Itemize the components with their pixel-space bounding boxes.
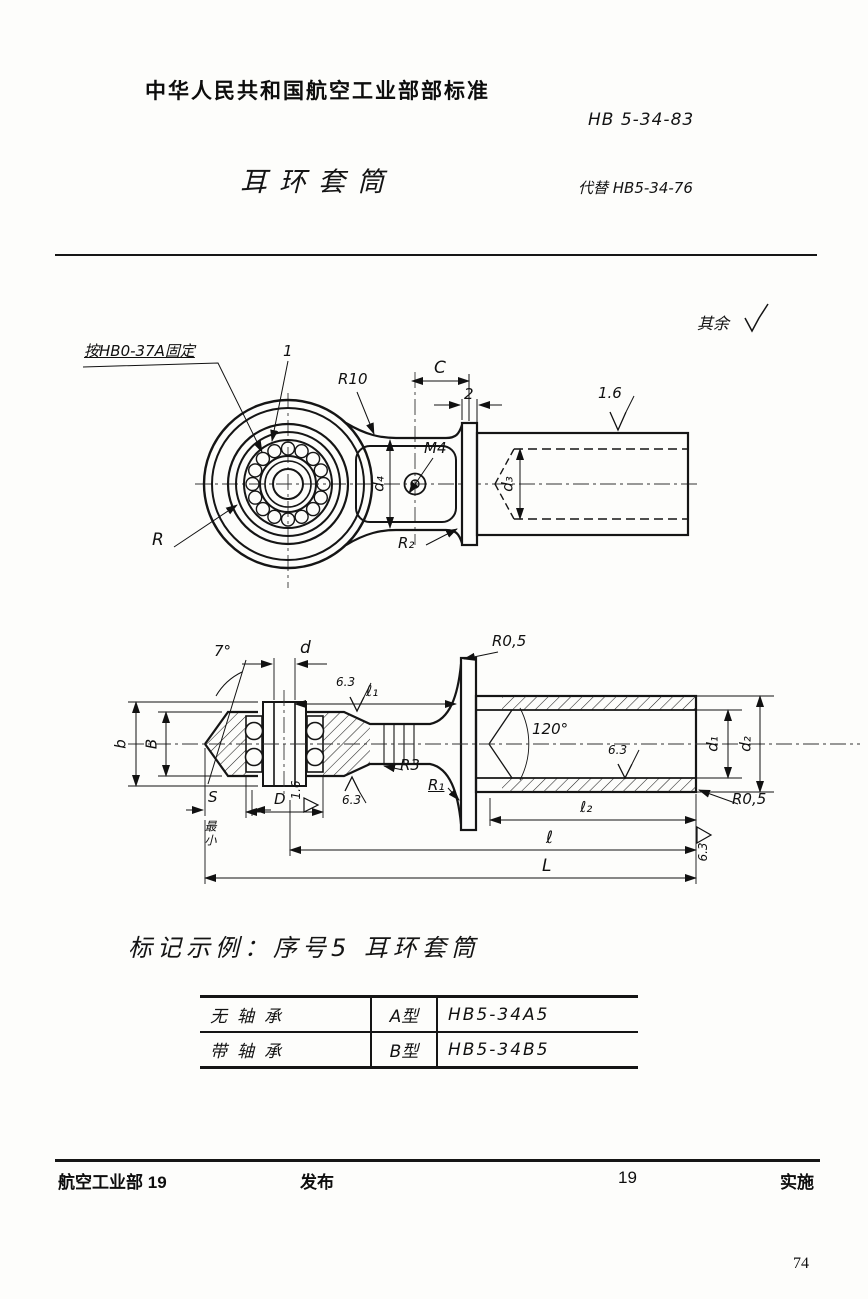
taper-angle-label: 7°: [214, 642, 232, 660]
d2-dim-label: d₂: [736, 736, 755, 752]
ll-dim-label: L: [542, 856, 552, 876]
r-label: R: [152, 530, 164, 550]
type-table: 无轴承 A型 HB5-34A5 带轴承 B型 HB5-34B5: [200, 995, 638, 1069]
fixing-note-label: 按HB0-37A固定: [84, 342, 195, 360]
issue-year: 19: [147, 1173, 167, 1192]
publish-label: 发布: [300, 1173, 334, 1192]
bearing-config-cell: 带轴承: [210, 1042, 291, 1062]
d1-dim-label: d₁: [703, 736, 722, 752]
l2-dim-label: ℓ₂: [580, 798, 593, 816]
bb-dim-label: B: [142, 738, 161, 750]
table-row: 带轴承 B型 HB5-34B5: [200, 1032, 638, 1068]
standard-title: 中华人民共和国航空工业部部标准: [145, 80, 490, 103]
roughness-63-end-label: 6.3: [696, 842, 710, 862]
part-title: 耳环套筒: [240, 167, 396, 198]
roughness-16-face-label: 1.6: [289, 780, 303, 800]
table-row: 无轴承 A型 HB5-34A5: [200, 996, 638, 1032]
impl-year: 19: [618, 1168, 637, 1187]
type-cell: A型: [370, 996, 437, 1032]
dd-dim-label: D: [274, 790, 286, 808]
doc-number: HB 5-34-83: [588, 110, 695, 130]
designation-cell: HB5-34A5: [436, 996, 638, 1032]
bearing-config-cell: 无轴承: [210, 1007, 291, 1027]
section-view-dimensions: [128, 651, 774, 884]
roughness-63-bore-label: 6.3: [608, 743, 628, 757]
l-dim-label: ℓ: [546, 828, 554, 848]
r10-label: R10: [338, 370, 368, 388]
d4-dim-label: d₄: [369, 476, 388, 492]
c-dim-label: C: [434, 358, 446, 378]
roughness-63-lower-label: 6.3: [342, 793, 362, 807]
header-divider: [55, 254, 817, 256]
surface-finish-note: 其余: [697, 314, 730, 333]
type-cell: B型: [370, 1032, 437, 1068]
issuer-label: 航空工业部: [58, 1173, 143, 1192]
b-dim-label: b: [111, 739, 130, 749]
d-dim-label: d: [300, 638, 311, 658]
bearing-balls: [245, 441, 331, 527]
m4-label: M4: [424, 439, 447, 457]
footer-issuer: 航空工业部 19: [58, 1168, 167, 1193]
l1-dim-label: ℓ₁: [366, 682, 379, 700]
r1-label: R₁: [428, 776, 445, 794]
marking-example: 标记示例：序号5 耳环套筒: [128, 934, 480, 962]
roughness-63-top-label: 6.3: [336, 675, 356, 689]
r05-top-label: R0,5: [492, 632, 527, 650]
top-view-drawing: [195, 372, 700, 588]
footer-rule: [55, 1159, 820, 1162]
s-dim-label: S: [208, 788, 218, 806]
d3-dim-label: d₃: [498, 476, 517, 492]
page-number: 74: [793, 1255, 809, 1272]
r2-label: R₂: [398, 534, 415, 552]
top-view-dimensions: [82, 360, 635, 548]
min-note-label: 最小: [203, 820, 217, 848]
r3-label: R3: [400, 756, 420, 774]
r05-bottom-label: R0,5: [732, 790, 767, 808]
flange-width-label: 2: [464, 385, 474, 403]
item-ref-label: 1: [283, 342, 293, 360]
cone-angle-label: 120°: [532, 720, 569, 738]
replaces-note: 代替 HB5-34-76: [578, 179, 693, 197]
surface-roughness-icon: [744, 303, 769, 333]
implement-label: 实施: [780, 1173, 814, 1192]
designation-cell: HB5-34B5: [436, 1032, 638, 1068]
roughness-16-label: 1.6: [598, 384, 622, 402]
